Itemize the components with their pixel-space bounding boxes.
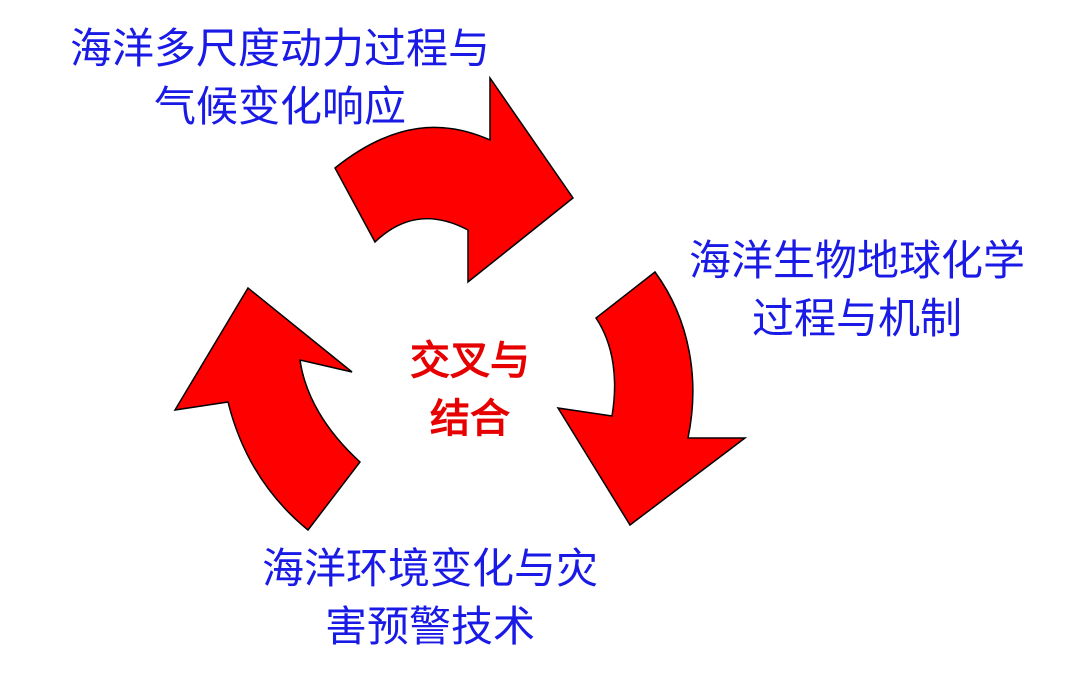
label-biogeochemistry-line2: 过程与机制 bbox=[751, 294, 962, 343]
center-label-line1: 交叉与 bbox=[410, 338, 530, 384]
arrow-left bbox=[173, 286, 362, 532]
label-ocean-dynamics-line2: 气候变化响应 bbox=[153, 82, 406, 131]
center-label: 交叉与 结合 bbox=[385, 332, 555, 448]
center-label-line2: 结合 bbox=[430, 396, 510, 442]
arrow-right bbox=[556, 270, 748, 527]
arrow-top bbox=[334, 75, 575, 284]
label-environment-warning-line2: 害预警技术 bbox=[324, 602, 535, 651]
label-biogeochemistry: 海洋生物地球化学 过程与机制 bbox=[652, 232, 1062, 348]
label-ocean-dynamics: 海洋多尺度动力过程与 气候变化响应 bbox=[20, 20, 540, 136]
label-ocean-dynamics-line1: 海洋多尺度动力过程与 bbox=[69, 24, 490, 73]
label-environment-warning: 海洋环境变化与灾 害预警技术 bbox=[215, 540, 645, 656]
label-environment-warning-line1: 海洋环境变化与灾 bbox=[261, 544, 598, 593]
label-biogeochemistry-line1: 海洋生物地球化学 bbox=[688, 236, 1025, 285]
